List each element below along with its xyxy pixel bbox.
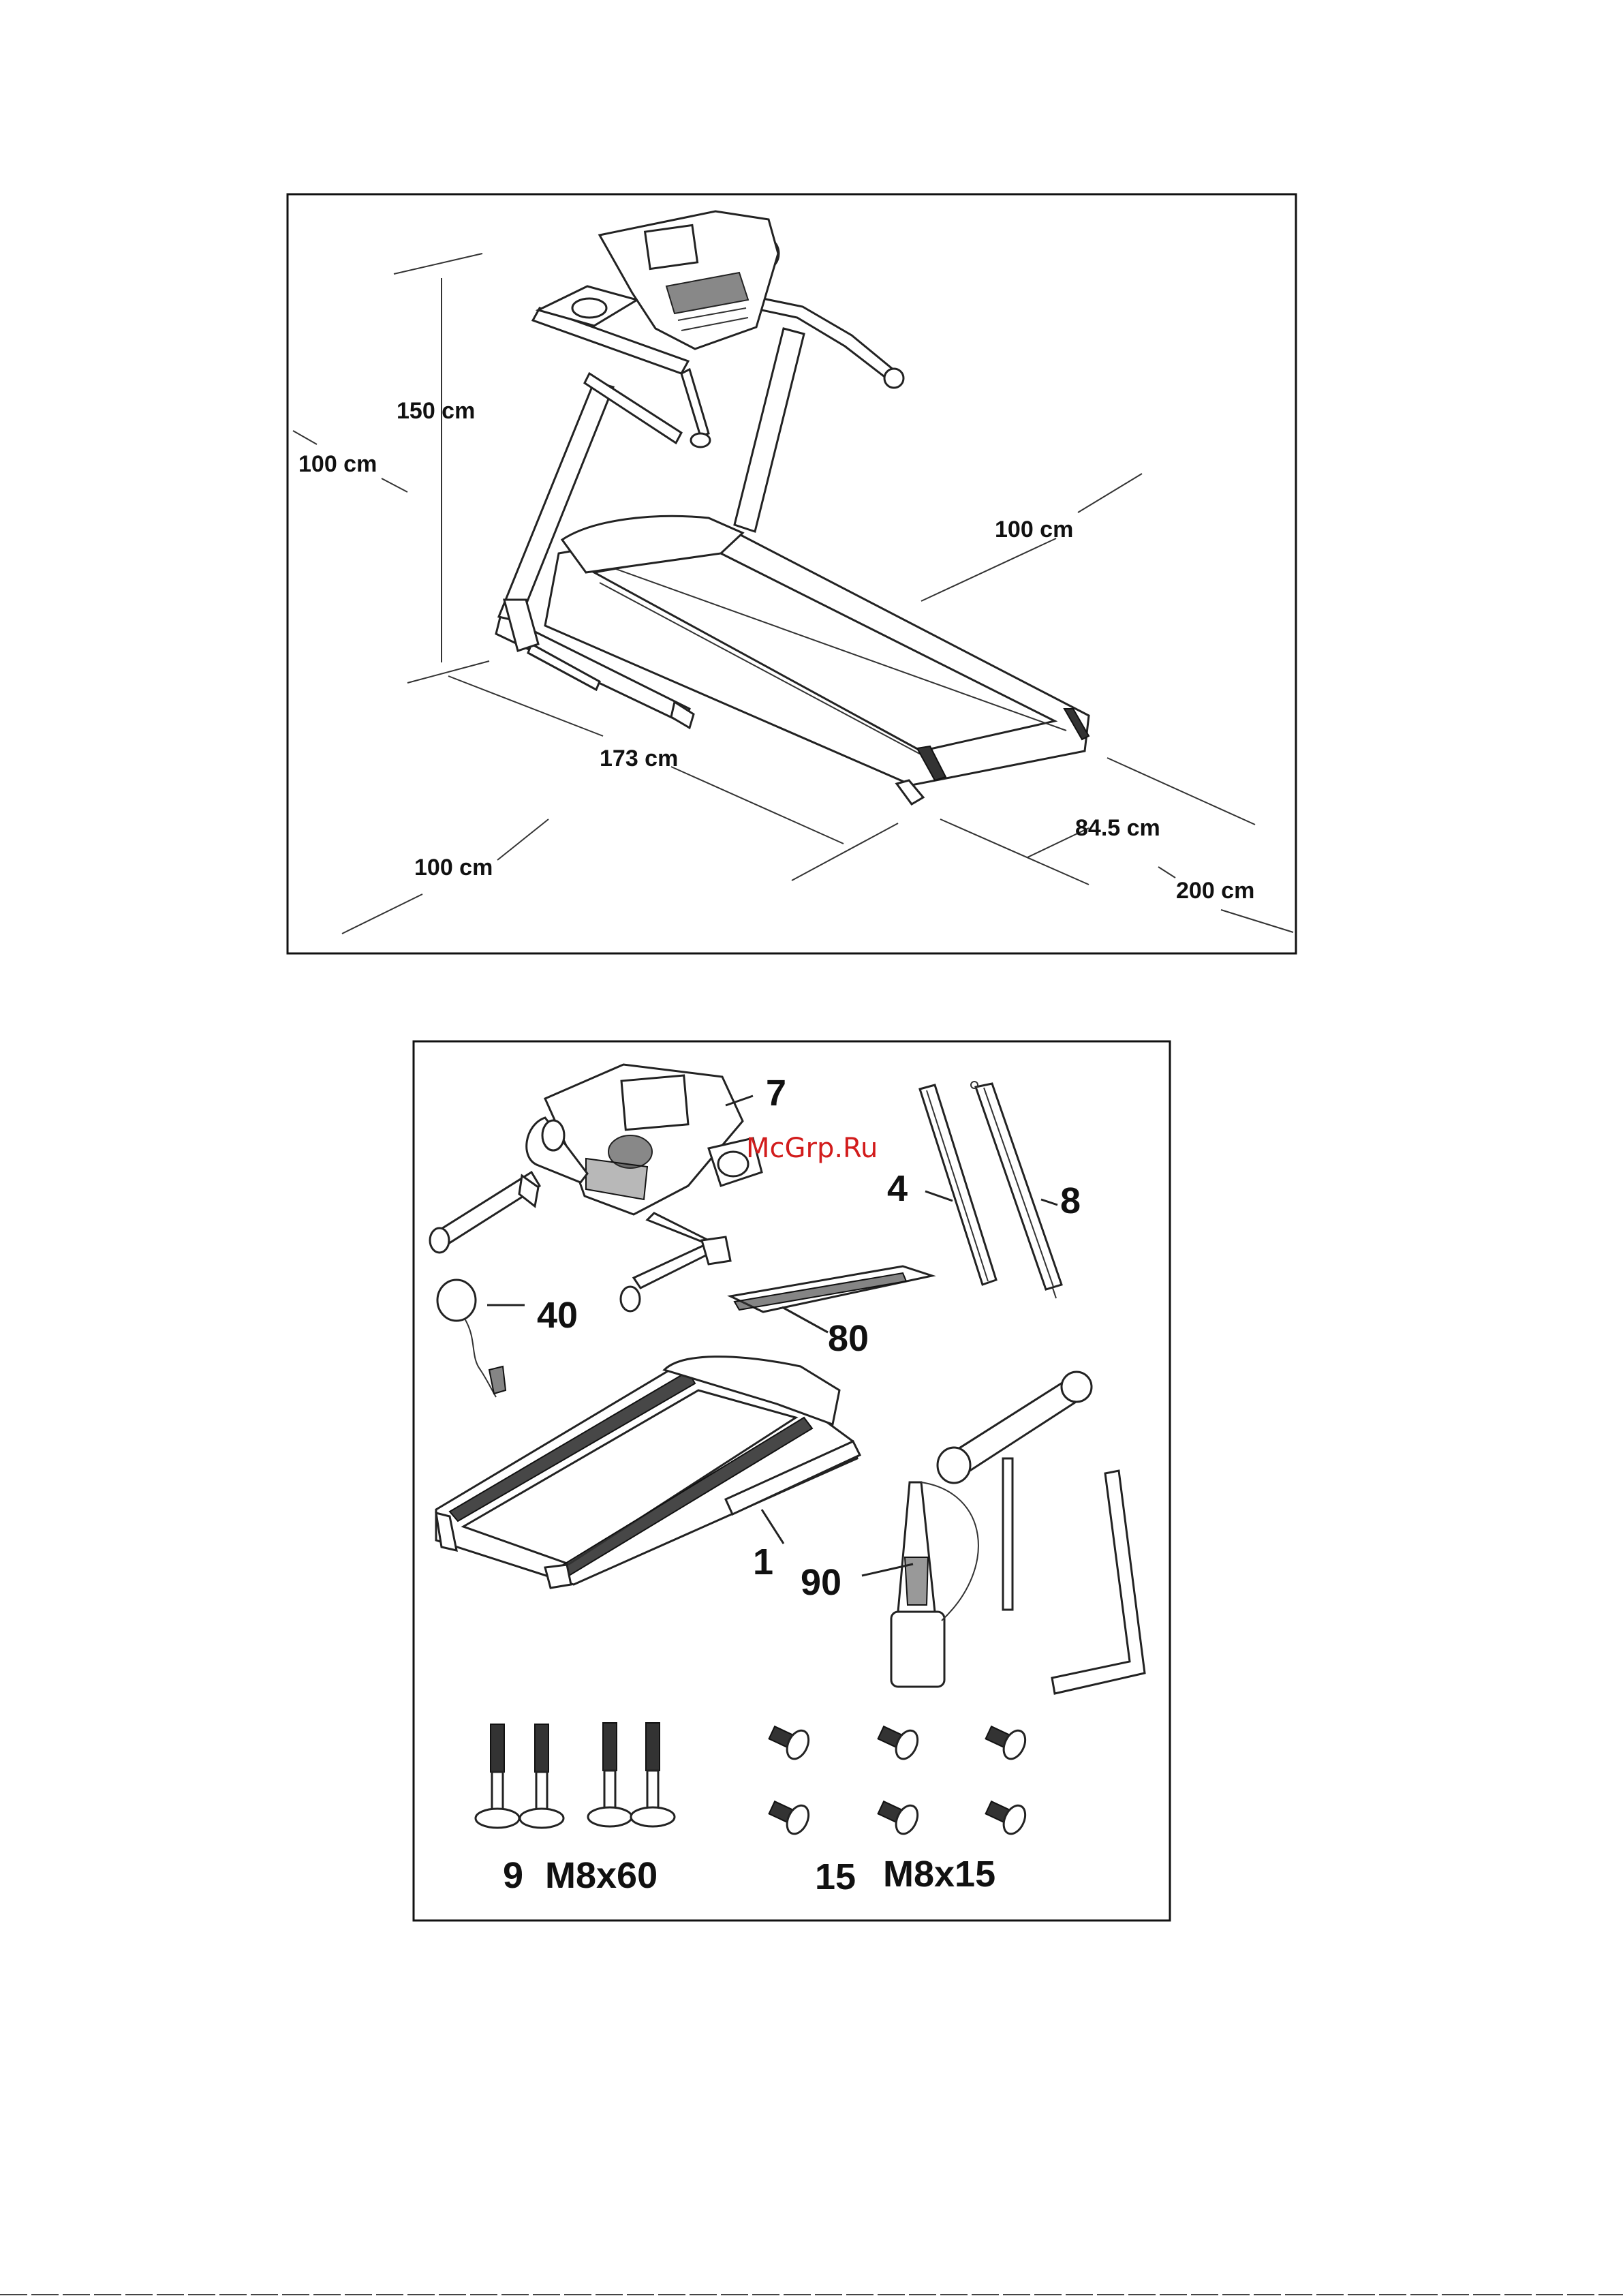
total-space-label: 200 cm xyxy=(1176,878,1254,904)
front-clearance-label: 100 cm xyxy=(414,855,493,881)
long-bolts-qty: 9 xyxy=(503,1855,523,1896)
short-bolts-size: M8x15 xyxy=(883,1854,995,1895)
length-label: 173 cm xyxy=(600,746,678,771)
parts-figure: 7 4 8 40 80 1 90 McGrp.Ru 9 M8x60 15 M8x… xyxy=(414,1041,1170,1920)
callout-1: 1 xyxy=(753,1542,773,1582)
callout-4: 4 xyxy=(887,1168,908,1209)
callout-90: 90 xyxy=(801,1562,841,1603)
callout-80: 80 xyxy=(828,1318,869,1359)
back-clearance-label: 100 cm xyxy=(995,517,1073,542)
width-label: 84.5 cm xyxy=(1075,815,1160,841)
long-bolts-size: M8x60 xyxy=(545,1855,658,1896)
dimensions-figure: 150 cm 100 cm 100 cm 173 cm 100 cm 84.5 … xyxy=(288,194,1296,953)
callout-7: 7 xyxy=(766,1073,786,1114)
left-clearance-label: 100 cm xyxy=(298,451,377,477)
height-label: 150 cm xyxy=(397,398,475,424)
callout-8: 8 xyxy=(1060,1180,1081,1221)
callout-40: 40 xyxy=(537,1295,578,1336)
short-bolts-qty: 15 xyxy=(815,1856,856,1897)
watermark: McGrp.Ru xyxy=(746,1133,878,1164)
